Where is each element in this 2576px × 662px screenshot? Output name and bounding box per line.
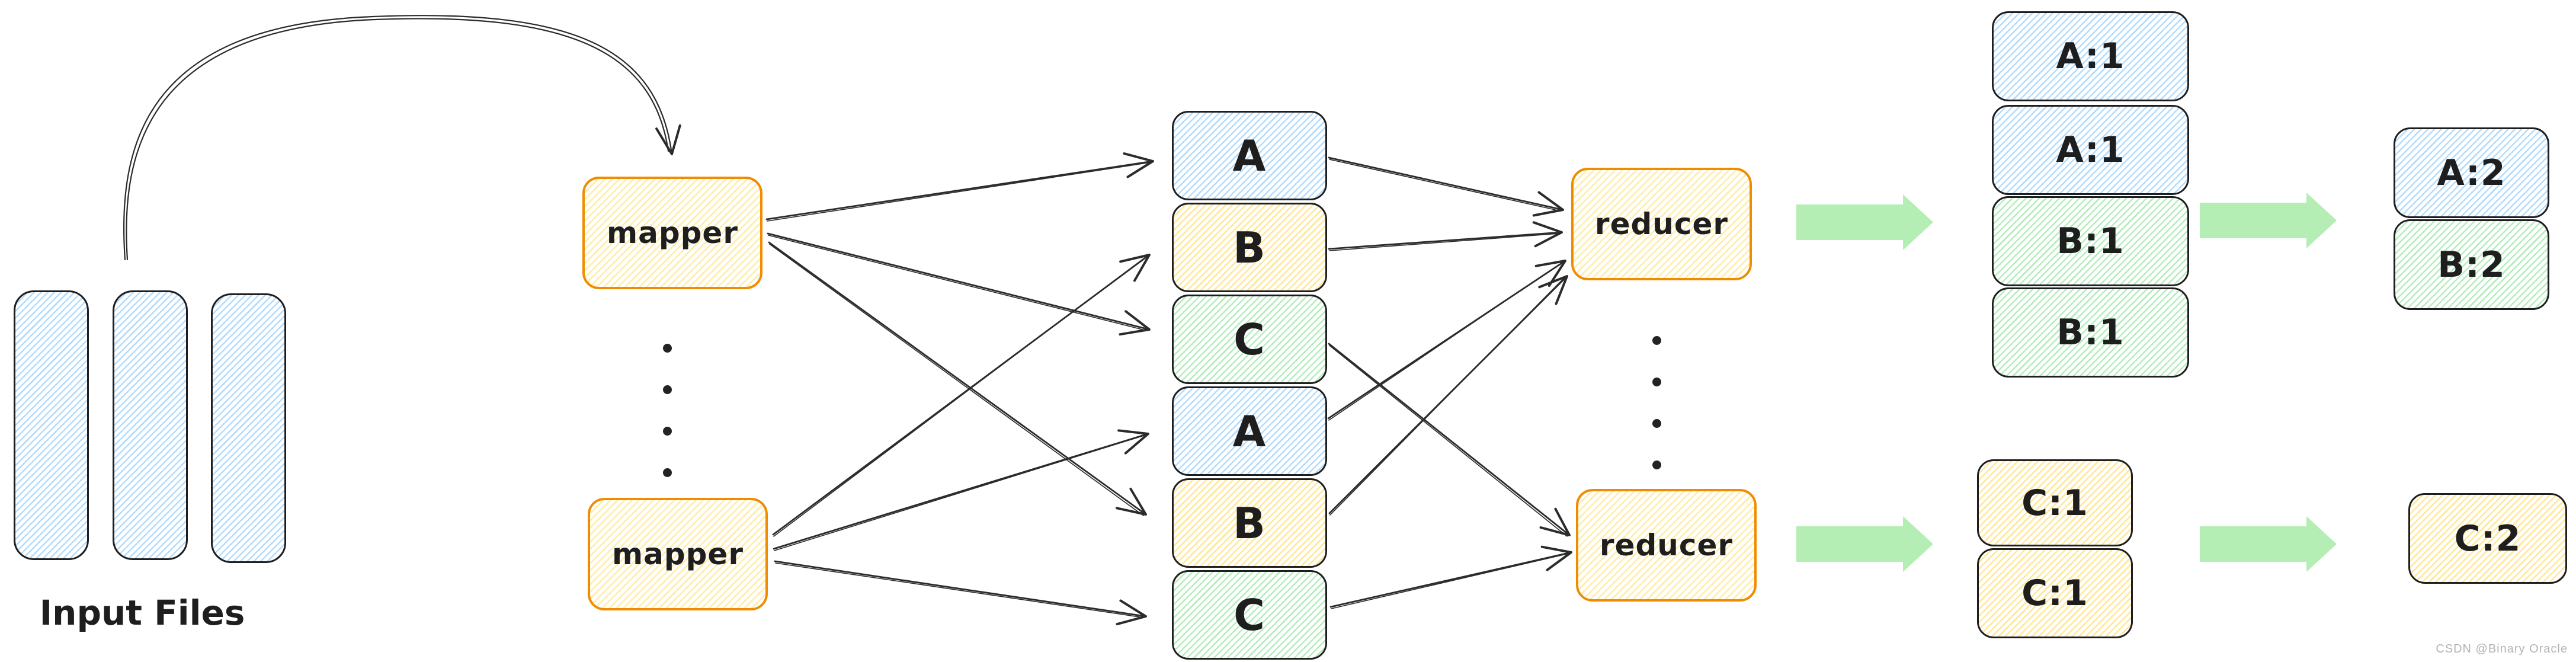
- mapper-node-label: mapper: [607, 216, 738, 250]
- connector-arrow: [1329, 545, 1572, 608]
- grouped-pair-box-a1-2: A:1: [1992, 105, 2189, 195]
- reducer-node-reducer-2: reducer: [1576, 489, 1757, 602]
- final-pair-box-b2-2: B:2: [2394, 219, 2549, 310]
- reducer-node-label: reducer: [1594, 207, 1729, 241]
- final-pair-box-c2-3: C:2: [2408, 493, 2567, 584]
- ellipsis-dot: [1652, 336, 1661, 345]
- flow-arrow-icon: [2200, 516, 2337, 572]
- ellipsis-dot: [663, 385, 672, 394]
- connector-arrows: [765, 152, 1572, 626]
- grouped-pair-box-c1-5: C:1: [1977, 459, 2133, 546]
- connector-arrow: [1328, 343, 1571, 536]
- grouped-pair-box-b1-4: B:1: [1992, 287, 2189, 378]
- connector-arrow: [1328, 275, 1568, 514]
- grouped-pair-box-b1-3: B:1: [1992, 196, 2189, 286]
- connector-arrow: [774, 560, 1147, 626]
- flow-arrow-icon: [1796, 516, 1933, 572]
- grouped-pair-box-a1-1: A:1: [1992, 11, 2189, 101]
- grouped-pair-box-label: A:1: [2056, 36, 2125, 77]
- input-file: [211, 293, 286, 563]
- reducer-node-label: reducer: [1599, 528, 1734, 562]
- final-pair-box-label: C:2: [2454, 517, 2521, 559]
- final-pair-box-a2-1: A:2: [2394, 127, 2549, 218]
- grouped-pair-box-label: B:1: [2056, 312, 2125, 353]
- connector-arrow-rough: [769, 244, 1144, 516]
- final-pair-box-label: A:2: [2437, 152, 2506, 194]
- grouped-pair-box-c1-6: C:1: [1977, 548, 2133, 638]
- shuffle-box-label: C: [1233, 590, 1265, 640]
- connector-arrow: [773, 429, 1149, 550]
- connector-arrow: [765, 152, 1154, 220]
- ellipsis-dot: [663, 427, 672, 436]
- shuffle-box-label: C: [1233, 314, 1265, 364]
- shuffle-box-b-5: B: [1172, 478, 1327, 568]
- connector-arrow-rough: [1329, 277, 1565, 516]
- connector-arrow: [1328, 221, 1563, 250]
- final-pair-box-label: B:2: [2437, 244, 2505, 286]
- mapper-node-mapper-2: mapper: [588, 498, 768, 610]
- connector-arrow-rough: [768, 235, 1148, 331]
- flow-arrow-icon: [2200, 193, 2337, 248]
- ellipsis-dot: [1652, 460, 1661, 469]
- connector-arrow-rough: [1329, 345, 1568, 537]
- shuffle-box-c-6: C: [1172, 570, 1327, 660]
- connector-arrow-rough: [767, 162, 1151, 222]
- input-file: [113, 290, 188, 560]
- connector-arrow: [772, 254, 1151, 536]
- ellipsis-dot: [663, 468, 672, 477]
- shuffle-box-b-2: B: [1172, 203, 1327, 292]
- reducer-node-reducer-1: reducer: [1571, 168, 1752, 280]
- connector-arrow: [1328, 156, 1564, 217]
- shuffle-box-label: A: [1232, 130, 1267, 181]
- connector-arrow-rough: [1328, 261, 1563, 421]
- connector-arrow: [1327, 260, 1566, 420]
- grouped-pair-box-label: A:1: [2056, 129, 2125, 171]
- connector-arrow-rough: [1329, 159, 1561, 212]
- shuffle-box-a-1: A: [1172, 111, 1327, 200]
- connector-arrow-rough: [773, 255, 1148, 537]
- shuffle-box-label: B: [1233, 222, 1266, 273]
- grouped-pair-box-label: B:1: [2056, 220, 2125, 262]
- input-files-label: Input Files: [39, 593, 245, 633]
- ellipsis-dot: [1652, 378, 1661, 386]
- connector-arrow: [767, 232, 1151, 336]
- shuffle-box-label: B: [1233, 498, 1266, 548]
- grouped-pair-box-label: C:1: [2021, 482, 2088, 524]
- shuffle-box-a-4: A: [1172, 386, 1327, 476]
- ellipsis-dot: [1652, 419, 1661, 428]
- connector-arrow-rough: [774, 434, 1146, 551]
- flow-arrow-icon: [1796, 194, 1933, 250]
- connector-arrow-rough: [1329, 233, 1560, 251]
- grouped-pair-box-label: C:1: [2021, 573, 2088, 614]
- input-file: [14, 290, 89, 560]
- shuffle-box-c-3: C: [1172, 295, 1327, 384]
- mapper-node-label: mapper: [612, 537, 744, 571]
- connector-arrow-rough: [775, 562, 1144, 618]
- mapper-node-mapper-1: mapper: [582, 177, 762, 289]
- watermark: CSDN @Binary Oracle: [2436, 642, 2568, 655]
- shuffle-box-label: A: [1232, 406, 1267, 456]
- connector-arrow: [768, 241, 1147, 516]
- ellipsis-dot: [663, 344, 672, 353]
- connector-arrow-rough: [1331, 553, 1569, 609]
